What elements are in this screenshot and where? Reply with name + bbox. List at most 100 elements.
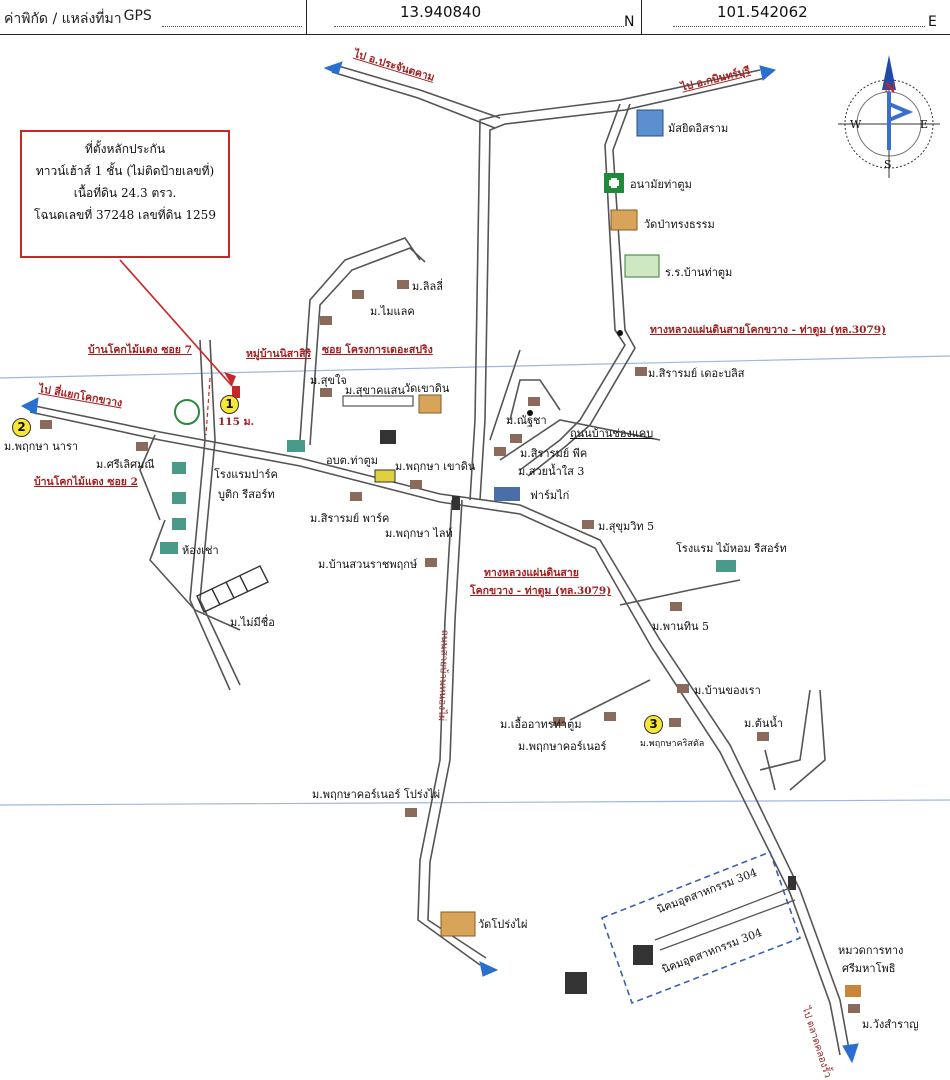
marker-2: 2	[12, 418, 31, 437]
industrial-estate-boundary	[600, 850, 802, 1005]
place-no-name: ม.ไม่มีชื่อ	[230, 616, 275, 629]
temple-icon	[418, 394, 442, 414]
house-icon	[635, 367, 647, 376]
place-sri-lertmanee: ม.ศรีเลิศมณี	[96, 458, 155, 471]
house-icon	[669, 718, 681, 727]
info-area: เนื้อที่ดิน 24.3 ตรว.	[73, 186, 177, 200]
road-north	[469, 69, 761, 501]
junction-dot	[527, 410, 533, 416]
place-suan-rat: ม.บ้านสวนราชพฤกษ์	[318, 558, 418, 571]
distance-label: 115 ม.	[218, 416, 255, 428]
row-houses	[342, 395, 414, 407]
factory-icon	[565, 972, 587, 994]
obt-icon	[374, 469, 396, 483]
place-wat-khao-din: วัดเขาดิน	[404, 382, 450, 395]
gas-station-icon	[174, 399, 200, 425]
building-icons	[40, 109, 861, 1013]
highway-lower-label-1: ทางหลวงแผ่นดินสาย	[484, 567, 579, 579]
traffic-light-icon	[788, 876, 796, 890]
hotel-icon	[716, 560, 736, 572]
place-ban-khong-rao: ม.บ้านของเรา	[694, 684, 761, 697]
place-pruksa-corner: ม.พฤกษาคอร์เนอร์	[518, 740, 607, 753]
arrow-wat-prong	[479, 961, 499, 977]
vertical-road-label: ถนนสายบ้านหนองไผ่	[435, 629, 451, 722]
street-chong-khae	[499, 419, 661, 461]
place-siraom-peak: ม.สิรารมย์ พีค	[520, 447, 588, 460]
house-icon	[136, 442, 148, 451]
place-ua-athon: ม.เอื้ออาทรท่าตูม	[500, 718, 582, 731]
house-icon	[848, 1004, 860, 1013]
road-to-prachantakham-edge	[331, 71, 496, 129]
house-icon	[397, 280, 409, 289]
soi-7	[189, 339, 231, 691]
house-icon	[757, 732, 769, 741]
soi7-label: บ้านโคกไม้แดง ซอย 7	[88, 344, 192, 356]
house-icon	[670, 602, 682, 611]
street-maihom	[619, 579, 741, 606]
place-pruksa-khaodin: ม.พฤกษา เขาดิน	[395, 460, 476, 473]
village-road-label: หมู่บ้านนิสาสิริ	[246, 348, 312, 360]
place-natcha: ม.ณัฐชา	[506, 414, 547, 427]
road-to-prachantakham	[334, 64, 501, 119]
soi-2	[149, 519, 241, 631]
hotel-icon	[287, 440, 305, 452]
coord-source: GPS	[123, 8, 152, 24]
place-ton-nam: ม.ต้นน้ำ	[744, 717, 784, 730]
collateral-info-box: ที่ตั้งหลักประกัน ทาวน์เฮ้าส์ 1 ชั้น (ไม…	[20, 130, 230, 258]
house-icon	[528, 397, 540, 406]
house-icon	[410, 480, 422, 489]
highway-3079	[29, 404, 851, 1056]
arrow-kokkhwang	[20, 397, 39, 415]
place-suk-jai: ม.สุขใจ	[310, 374, 347, 387]
road-east-upper-edge	[527, 103, 636, 477]
place-school: ร.ร.บ้านท่าตูม	[665, 266, 733, 279]
latitude-value: 13.940840	[400, 3, 482, 21]
soi-7-edge	[199, 339, 241, 686]
longitude-value: 101.542062	[717, 3, 808, 21]
chong-khae-label: ถนนบ้านช่องแคบ	[570, 427, 654, 440]
place-phanthin5: ม.พานทิน 5	[652, 620, 709, 633]
guide-line	[0, 355, 950, 379]
temple-icon	[440, 911, 476, 937]
house-icon	[172, 518, 186, 530]
house-icon	[405, 808, 417, 817]
info-type: ทาวน์เฮ้าส์ 1 ชั้น (ไม่ติดป้ายเลขที่)	[35, 164, 215, 178]
pointer-arrowhead	[224, 372, 236, 386]
place-siraom-the-bliss: ม.สิรารมย์ เดอะบลิส	[648, 367, 745, 380]
street-ton-nam-3	[789, 689, 826, 791]
place-pruksa-nara: ม.พฤกษา นารา	[4, 440, 79, 453]
room-icon	[160, 542, 178, 554]
house-icon	[494, 447, 506, 456]
place-hotel-maihom: โรงแรม ไม้หอม รีสอร์ท	[676, 542, 787, 555]
house-icon	[320, 388, 332, 397]
mosque-icon	[636, 109, 664, 137]
arrow-south	[842, 1043, 859, 1064]
highway-3079-edge	[29, 411, 841, 1056]
north-arrow	[882, 55, 896, 90]
pointer-line	[119, 259, 233, 387]
arrow-prachantakham	[323, 61, 343, 75]
street-ton-nam-2	[764, 749, 776, 791]
street-ua-athon	[569, 679, 651, 721]
compass-s: S	[884, 158, 892, 171]
longitude-unit: E	[928, 14, 937, 30]
place-mailek: ม.ไมแลค	[370, 305, 415, 318]
place-obt: อบต.ท่าตูม	[326, 454, 379, 467]
place-lilli: ม.ลิลลี่	[412, 280, 443, 293]
road-network	[29, 64, 851, 1056]
industrial-road	[654, 887, 791, 941]
industrial-road-edge	[659, 899, 796, 951]
arrow-kabinburi	[759, 65, 777, 81]
house-icon	[40, 420, 52, 429]
soi-project-label: ซอย โครงการเดอะสปริง	[322, 344, 433, 356]
direction-arrows	[20, 61, 859, 1064]
place-pruksa-corner-prong: ม.พฤกษาคอร์เนอร์ โปร่งไผ่	[312, 788, 441, 801]
office-icon	[845, 985, 861, 997]
compass-w: W	[850, 118, 862, 131]
place-siraom-park: ม.สิรารมย์ พาร์ค	[310, 512, 390, 525]
guide-line	[0, 799, 950, 806]
